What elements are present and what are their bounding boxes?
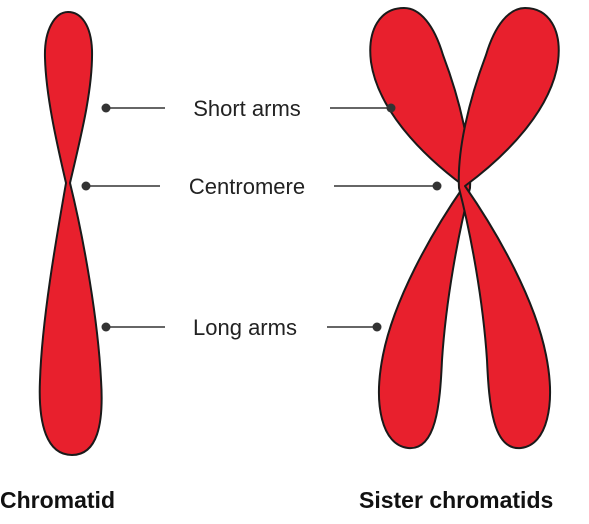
long-arms-dot-right — [372, 322, 382, 332]
sister-chromatid-right — [457, 7, 560, 450]
long-arms-label: Long arms — [193, 315, 297, 340]
short-arms-dot-right — [386, 103, 396, 113]
long-arms-dot-left — [101, 322, 111, 332]
short-arms-label: Short arms — [193, 96, 301, 121]
chromatid-caption: Chromatid — [0, 487, 115, 513]
sister-chromatid-left — [369, 7, 472, 450]
centromere-label: Centromere — [189, 174, 305, 199]
centromere-dot-left — [81, 181, 91, 191]
chromatid-shape — [38, 11, 103, 456]
short-arms-dot-left — [101, 103, 111, 113]
sister-chromatids-caption: Sister chromatids — [359, 487, 553, 513]
centromere-dot-right — [432, 181, 442, 191]
